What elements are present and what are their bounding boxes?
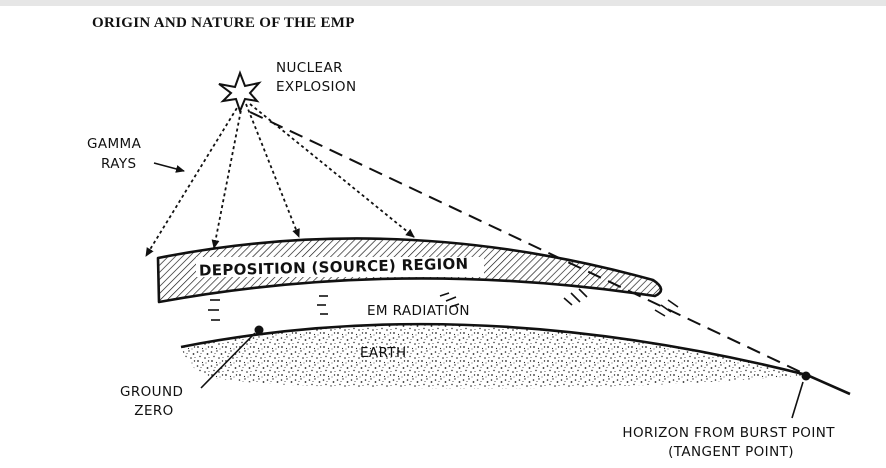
em-radiation-label: EM RADIATION — [367, 303, 470, 319]
gamma-ray-arrow-1 — [145, 102, 241, 257]
earth-horizon-line — [180, 322, 851, 396]
gamma-rays-label: GAMMA RAYS — [87, 136, 146, 172]
top-band — [0, 0, 886, 6]
deposition-label-mask — [196, 257, 484, 277]
gamma-rays-leader — [153, 162, 185, 173]
ground-zero-leader — [200, 332, 256, 389]
earth-surface — [181, 324, 807, 389]
gamma-ray-arrow-4 — [249, 103, 415, 238]
horizon-leader — [791, 381, 804, 419]
gamma-ray-arrow-3 — [245, 103, 300, 238]
em-radiation-waves — [208, 288, 679, 321]
horizon-label: HORIZON FROM BURST POINT (TANGENT POINT) — [622, 425, 839, 460]
ground-zero-label: GROUND ZERO — [120, 384, 188, 419]
ground-zero-point — [254, 325, 264, 335]
explosion-star-icon — [218, 70, 262, 114]
line-of-sight-dashed — [249, 111, 808, 376]
earth-label: EARTH — [360, 345, 407, 361]
gamma-ray-arrow-2 — [211, 104, 243, 249]
nuclear-explosion-label: NUCLEAR EXPLOSION — [276, 60, 356, 95]
diagram-title: ORIGIN AND NATURE OF THE EMP — [92, 15, 355, 31]
tangent-point — [801, 371, 811, 381]
